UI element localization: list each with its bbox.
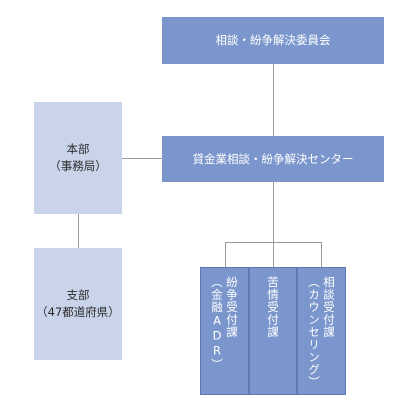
center-box: 貸金業相談・紛争解決センター xyxy=(162,136,384,182)
branches-sublabel: （47都道府県） xyxy=(36,305,120,319)
committee-box: 相談・紛争解決委員会 xyxy=(162,17,384,64)
connector-hq-to-center xyxy=(122,158,162,159)
headquarters-label: 本部 xyxy=(66,142,90,157)
section-complaint-label: 苦情受付課 xyxy=(266,276,280,339)
connector-hq-to-branches xyxy=(78,214,79,248)
section-consultation-sublabel: （カウンセリング） xyxy=(307,276,321,389)
branches-box: 支部 （47都道府県） xyxy=(34,248,122,360)
branches-label: 支部 xyxy=(66,288,90,303)
section-dispute: 紛争受付課 （金融ADR） xyxy=(200,267,249,395)
connector-to-section-2 xyxy=(273,242,274,267)
connector-to-section-1 xyxy=(225,242,226,267)
section-consultation: 相談受付課 （カウンセリング） xyxy=(297,267,346,395)
headquarters-box: 本部 （事務局） xyxy=(34,102,122,214)
center-label: 貸金業相談・紛争解決センター xyxy=(192,151,354,166)
committee-label: 相談・紛争解決委員会 xyxy=(215,33,331,48)
connector-to-section-3 xyxy=(321,242,322,267)
section-dispute-sublabel: （金融ADR） xyxy=(210,276,224,371)
headquarters-sublabel: （事務局） xyxy=(49,159,107,173)
connector-center-to-sections xyxy=(273,182,274,242)
connector-committee-to-center xyxy=(273,64,274,136)
section-consultation-label: 相談受付課 xyxy=(322,276,336,339)
section-dispute-label: 紛争受付課 xyxy=(225,276,239,339)
section-complaint: 苦情受付課 xyxy=(249,267,297,395)
